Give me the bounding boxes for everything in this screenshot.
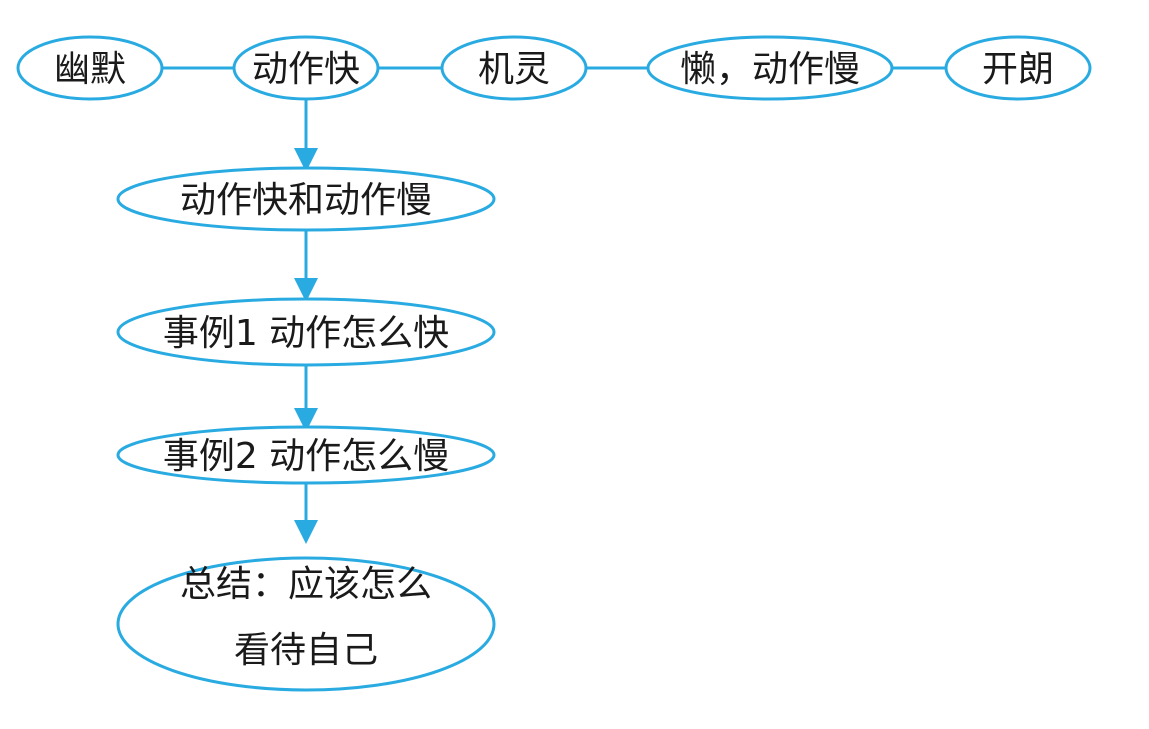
node-label: 机灵 bbox=[478, 49, 550, 90]
node-label: 事例2 动作怎么慢 bbox=[163, 436, 449, 477]
top-row-node-humor: 幽默 bbox=[16, 35, 164, 101]
node-label: 幽默 bbox=[54, 49, 126, 90]
flow-node-example-1: 事例1 动作怎么快 bbox=[116, 297, 496, 367]
node-label: 事例1 动作怎么快 bbox=[163, 313, 449, 354]
node-label-line2: 看待自己 bbox=[234, 630, 378, 671]
node-label: 动作快和动作慢 bbox=[180, 180, 432, 221]
top-row-node-lazy-slow: 懒，动作慢 bbox=[646, 35, 894, 101]
top-row-node-quick: 动作快 bbox=[232, 35, 380, 101]
flow-node-topic: 动作快和动作慢 bbox=[116, 166, 496, 232]
top-row-node-clever: 机灵 bbox=[440, 35, 588, 101]
top-row-node-cheerful: 开朗 bbox=[944, 35, 1092, 101]
flow-node-example-2: 事例2 动作怎么慢 bbox=[116, 425, 496, 485]
node-label: 懒，动作慢 bbox=[680, 49, 860, 90]
node-label: 开朗 bbox=[982, 49, 1054, 90]
node-label: 动作快 bbox=[252, 49, 360, 90]
node-label-line1: 总结：应该怎么 bbox=[180, 564, 432, 605]
flow-node-summary: 总结：应该怎么 看待自己 bbox=[116, 556, 496, 692]
